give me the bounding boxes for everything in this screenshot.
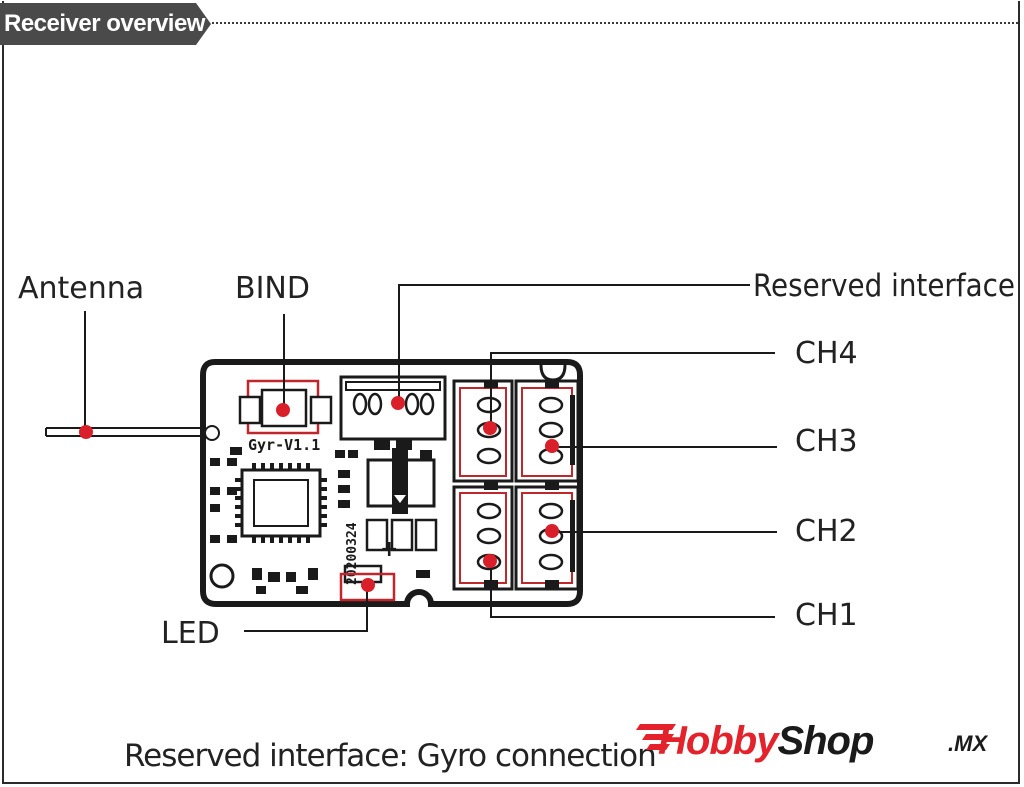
chip-pin bbox=[320, 487, 327, 491]
chip-pin bbox=[320, 496, 327, 500]
hobbyshop-logo: HobbyShop .MX bbox=[636, 718, 1006, 766]
chip-pin bbox=[306, 463, 310, 470]
label-ch1: CH1 bbox=[795, 598, 858, 633]
label-bind: BIND bbox=[235, 271, 310, 306]
led-marker-icon bbox=[361, 578, 375, 592]
label-ch4: CH4 bbox=[795, 336, 858, 371]
section-title: Receiver overview bbox=[4, 10, 205, 37]
bind-marker-icon bbox=[276, 403, 290, 417]
reserved-connector-outline bbox=[339, 375, 447, 441]
leader-lines bbox=[84, 284, 777, 632]
silk-date-text: 20200324 bbox=[345, 522, 360, 585]
silk-model-text: Gyr-V1.1 bbox=[248, 436, 320, 454]
chip-pin bbox=[320, 514, 327, 518]
chip-pin bbox=[235, 478, 242, 482]
chip-pin bbox=[252, 536, 256, 543]
chip-pin bbox=[279, 536, 283, 543]
ch1-marker-icon bbox=[483, 554, 497, 568]
label-led: LED bbox=[161, 616, 220, 651]
section-header: Receiver overview bbox=[0, 3, 212, 45]
ch3-marker-icon bbox=[545, 439, 559, 453]
capacitor-components bbox=[343, 518, 438, 584]
label-ch3: CH3 bbox=[795, 424, 858, 459]
silk-plus-text: + bbox=[380, 537, 398, 562]
header-dotted-rule bbox=[212, 22, 1018, 24]
diagram-caption: Reserved interface: Gyro connection bbox=[124, 738, 657, 774]
chip-pin bbox=[297, 536, 301, 543]
chip-pin bbox=[235, 514, 242, 518]
antenna-marker-icon bbox=[79, 425, 93, 439]
ch2-marker-icon bbox=[545, 524, 559, 538]
label-antenna: Antenna bbox=[18, 271, 144, 306]
chip-pin bbox=[297, 463, 301, 470]
chip-pin bbox=[320, 523, 327, 527]
chip-pin bbox=[235, 487, 242, 491]
chip-pin bbox=[235, 523, 242, 527]
chip-pin bbox=[288, 463, 292, 470]
label-ch2: CH2 bbox=[795, 514, 858, 549]
regulator-component bbox=[366, 448, 436, 514]
antenna-wire-icon bbox=[45, 427, 208, 437]
chip-pin bbox=[320, 478, 327, 482]
mcu-chip bbox=[235, 463, 327, 543]
logo-suffix: .MX bbox=[948, 731, 988, 756]
channel-connectors bbox=[452, 379, 580, 591]
chip-pin bbox=[270, 536, 274, 543]
marker-dots bbox=[79, 396, 559, 592]
chip-pin bbox=[252, 463, 256, 470]
chip-pin bbox=[279, 463, 283, 470]
chip-pin bbox=[270, 463, 274, 470]
chip-pin bbox=[261, 536, 265, 543]
chip-pin bbox=[261, 463, 265, 470]
chip-pin bbox=[235, 496, 242, 500]
logo-wordmark: HobbyShop bbox=[658, 719, 874, 763]
chip-pin bbox=[320, 505, 327, 509]
chip-pin bbox=[306, 536, 310, 543]
label-reserved-interface: Reserved interface bbox=[753, 268, 1015, 304]
ch4-marker-icon bbox=[483, 421, 497, 435]
chip-pin bbox=[288, 536, 292, 543]
reserved-marker-icon bbox=[391, 396, 405, 410]
chip-pin bbox=[235, 505, 242, 509]
